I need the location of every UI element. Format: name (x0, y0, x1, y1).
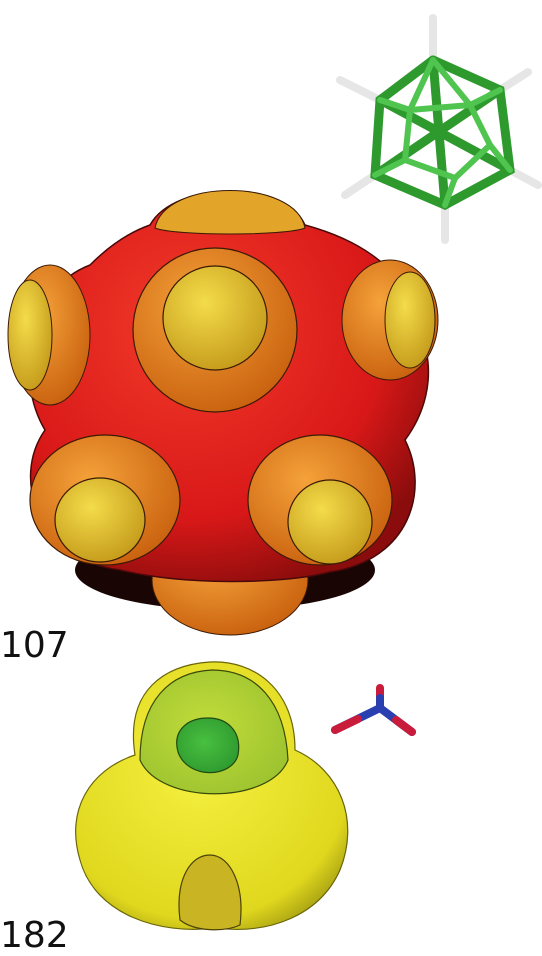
molecule-nitrate (331, 684, 416, 736)
lobe-lower-right (247, 434, 393, 566)
panel-label-182: 182 (0, 915, 69, 956)
surface-shadow-lobe (178, 854, 242, 931)
lobe-upper-left (7, 264, 91, 406)
surface-nitrate (75, 661, 349, 931)
lobe-top (154, 190, 306, 235)
molecule-closo-borane (336, 14, 542, 244)
panel-label-107: 107 (0, 625, 69, 666)
cage-bonds-inner (372, 57, 513, 208)
lobe-lower-left (29, 434, 181, 566)
cage-bonds (370, 55, 515, 210)
lobe-upper-right (341, 259, 439, 381)
lobe-center (132, 247, 298, 413)
surface-closo-borane (7, 190, 439, 636)
surface-core (176, 717, 240, 774)
